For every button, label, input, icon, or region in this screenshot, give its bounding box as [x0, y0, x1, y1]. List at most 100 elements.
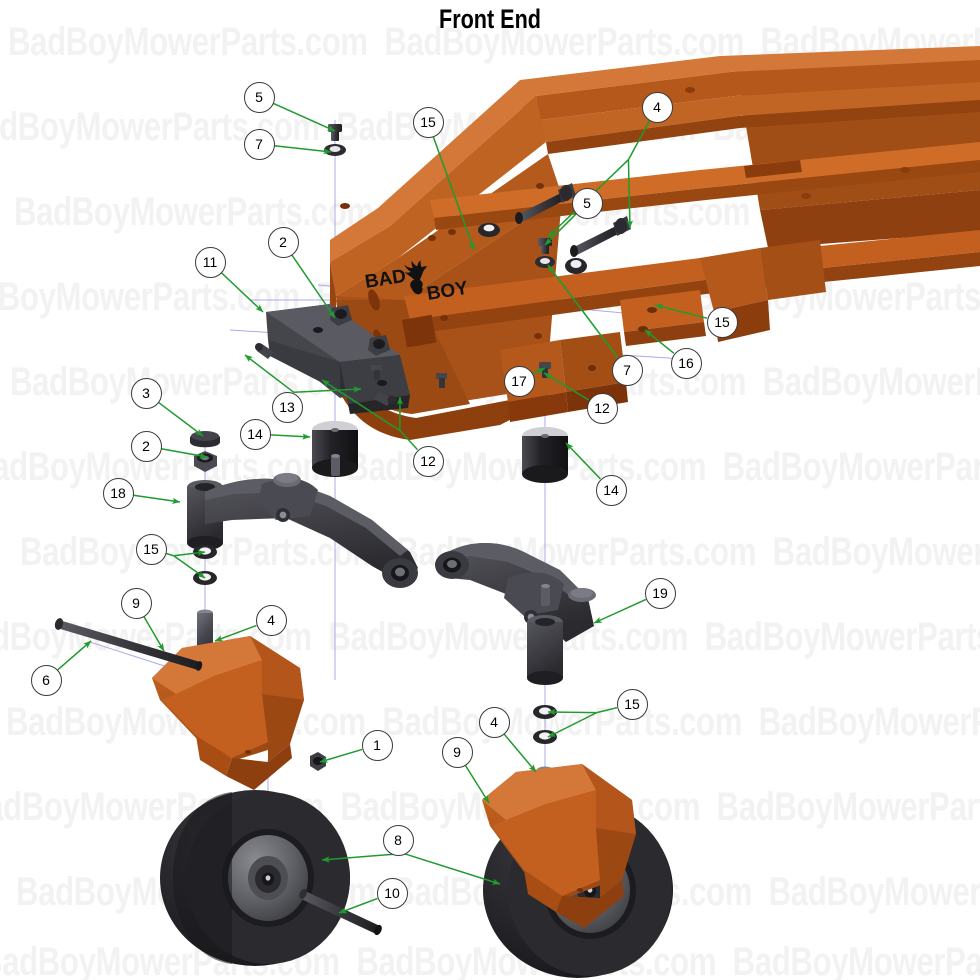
callout-number: 9: [132, 595, 140, 611]
callout-number: 14: [247, 426, 263, 442]
callout-5[interactable]: 5: [243, 81, 275, 113]
callout-9[interactable]: 9: [441, 736, 473, 768]
leader-stem: [627, 120, 651, 161]
leader-branch: [173, 555, 206, 579]
callout-number: 12: [594, 400, 610, 416]
callout-9[interactable]: 9: [120, 587, 152, 619]
callout-number: 1: [373, 737, 381, 753]
leader-line: [214, 624, 257, 642]
leader-line: [543, 372, 590, 401]
leader-line: [654, 303, 708, 319]
leader-line: [532, 367, 546, 375]
leader-branch: [626, 159, 633, 229]
callout-number: 11: [202, 254, 218, 270]
leader-line: [157, 401, 204, 437]
callout-number: 15: [420, 114, 436, 130]
callout-7[interactable]: 7: [611, 354, 643, 386]
front-tire-left: [160, 790, 350, 966]
hardware-frame-underbolt-b: [436, 373, 447, 388]
callout-number: 6: [42, 672, 50, 688]
leader-branch: [321, 379, 401, 432]
hardware-bumper-screw-b: [374, 392, 397, 406]
leader-line: [338, 897, 378, 914]
leader-line: [133, 494, 181, 504]
hardware-long-bolt-b: [570, 216, 631, 257]
callout-number: 12: [420, 453, 436, 469]
callout-2[interactable]: 2: [130, 430, 162, 462]
leader-branch: [321, 852, 404, 863]
callout-14[interactable]: 14: [239, 418, 271, 450]
callout-number: 15: [624, 696, 640, 712]
callout-15[interactable]: 15: [616, 688, 648, 720]
leader-line: [57, 640, 92, 671]
caster-spacer-right: [522, 427, 568, 483]
callout-16[interactable]: 16: [670, 347, 702, 379]
callout-15[interactable]: 15: [135, 533, 167, 565]
leader-branch: [293, 386, 362, 394]
leader-line: [432, 136, 475, 251]
callout-number: 4: [267, 612, 275, 628]
caster-yoke-arm-right: [435, 543, 596, 685]
callout-19[interactable]: 19: [644, 577, 676, 609]
callout-number: 10: [384, 885, 400, 901]
leader-line: [547, 264, 619, 359]
callout-number: 16: [678, 355, 694, 371]
callout-number: 5: [583, 195, 591, 211]
leader-stem: [165, 552, 174, 557]
callout-12[interactable]: 12: [412, 445, 444, 477]
callout-6[interactable]: 6: [30, 664, 62, 696]
callout-4[interactable]: 4: [478, 706, 510, 738]
leader-stem: [399, 430, 419, 451]
leader-line: [544, 213, 577, 246]
callout-number: 7: [255, 136, 263, 152]
leader-branch: [244, 354, 295, 393]
caster-fork-right: [482, 764, 636, 928]
leader-branch: [547, 711, 598, 738]
leader-line: [565, 442, 601, 480]
hardware-bumper-screw-a: [255, 343, 274, 359]
callout-15[interactable]: 15: [412, 106, 444, 138]
leader-line: [161, 448, 208, 459]
callout-number: 2: [142, 438, 150, 454]
callout-number: 8: [394, 832, 402, 848]
callout-4[interactable]: 4: [641, 91, 673, 123]
callout-8[interactable]: 8: [382, 824, 414, 856]
hardware-nut-frame-a: [330, 305, 352, 326]
caster-yoke-arm-left: [187, 454, 418, 588]
leader-line: [503, 733, 537, 773]
callout-1[interactable]: 1: [361, 729, 393, 761]
hardware-bushing-center: [565, 258, 587, 274]
page-title: Front End: [439, 4, 541, 34]
leader-branch: [173, 549, 206, 557]
hardware-long-bolt-a: [515, 183, 576, 224]
bad-boy-logo: BAD BOY: [363, 260, 470, 305]
callout-11[interactable]: 11: [194, 246, 226, 278]
callout-17[interactable]: 17: [503, 365, 535, 397]
callout-3[interactable]: 3: [130, 377, 162, 409]
hardware-bushing-frame: [478, 223, 500, 237]
callout-number: 19: [652, 585, 668, 601]
callout-15[interactable]: 15: [706, 306, 738, 338]
leader-line: [274, 144, 332, 155]
deer-head-icon: [404, 260, 428, 295]
leader-line: [644, 329, 675, 354]
callout-13[interactable]: 13: [271, 391, 303, 423]
callout-4[interactable]: 4: [255, 604, 287, 636]
callout-number: 4: [490, 714, 498, 730]
callout-14[interactable]: 14: [595, 474, 627, 506]
callout-number: 2: [279, 234, 287, 250]
callout-12[interactable]: 12: [586, 392, 618, 424]
leader-branch: [547, 708, 597, 716]
leader-line: [270, 433, 311, 440]
callout-18[interactable]: 18: [102, 477, 134, 509]
callout-10[interactable]: 10: [376, 877, 408, 909]
leader-line: [319, 748, 363, 763]
callout-5[interactable]: 5: [571, 187, 603, 219]
leader-line: [291, 254, 336, 319]
callout-number: 14: [603, 482, 619, 498]
callout-7[interactable]: 7: [243, 128, 275, 160]
callout-2[interactable]: 2: [267, 226, 299, 258]
